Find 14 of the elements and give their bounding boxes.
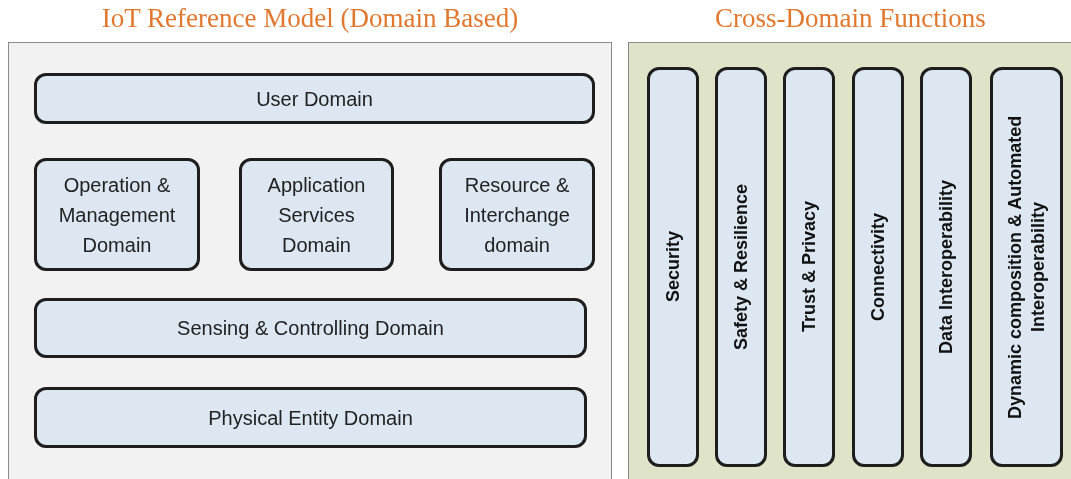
- domain-box: Application Services Domain: [239, 158, 394, 271]
- domain-box: Operation & Management Domain: [34, 158, 200, 271]
- domain-box: Sensing & Controlling Domain: [34, 298, 587, 358]
- domain-box: Resource & Interchange domain: [439, 158, 595, 271]
- function-bar: Security: [647, 67, 699, 467]
- domain-box: User Domain: [34, 73, 595, 124]
- function-bar: Dynamic composition & Automated Interoperability: [990, 67, 1063, 467]
- domain-box: Physical Entity Domain: [34, 387, 587, 448]
- function-bar: Safety & Resilience: [715, 67, 767, 467]
- function-bar: Connectivity: [852, 67, 904, 467]
- function-bar: Trust & Privacy: [783, 67, 835, 467]
- panel-title: IoT Reference Model (Domain Based): [100, 3, 520, 34]
- function-bar: Data Interoperability: [920, 67, 972, 467]
- panel-title: Cross-Domain Functions: [714, 3, 987, 34]
